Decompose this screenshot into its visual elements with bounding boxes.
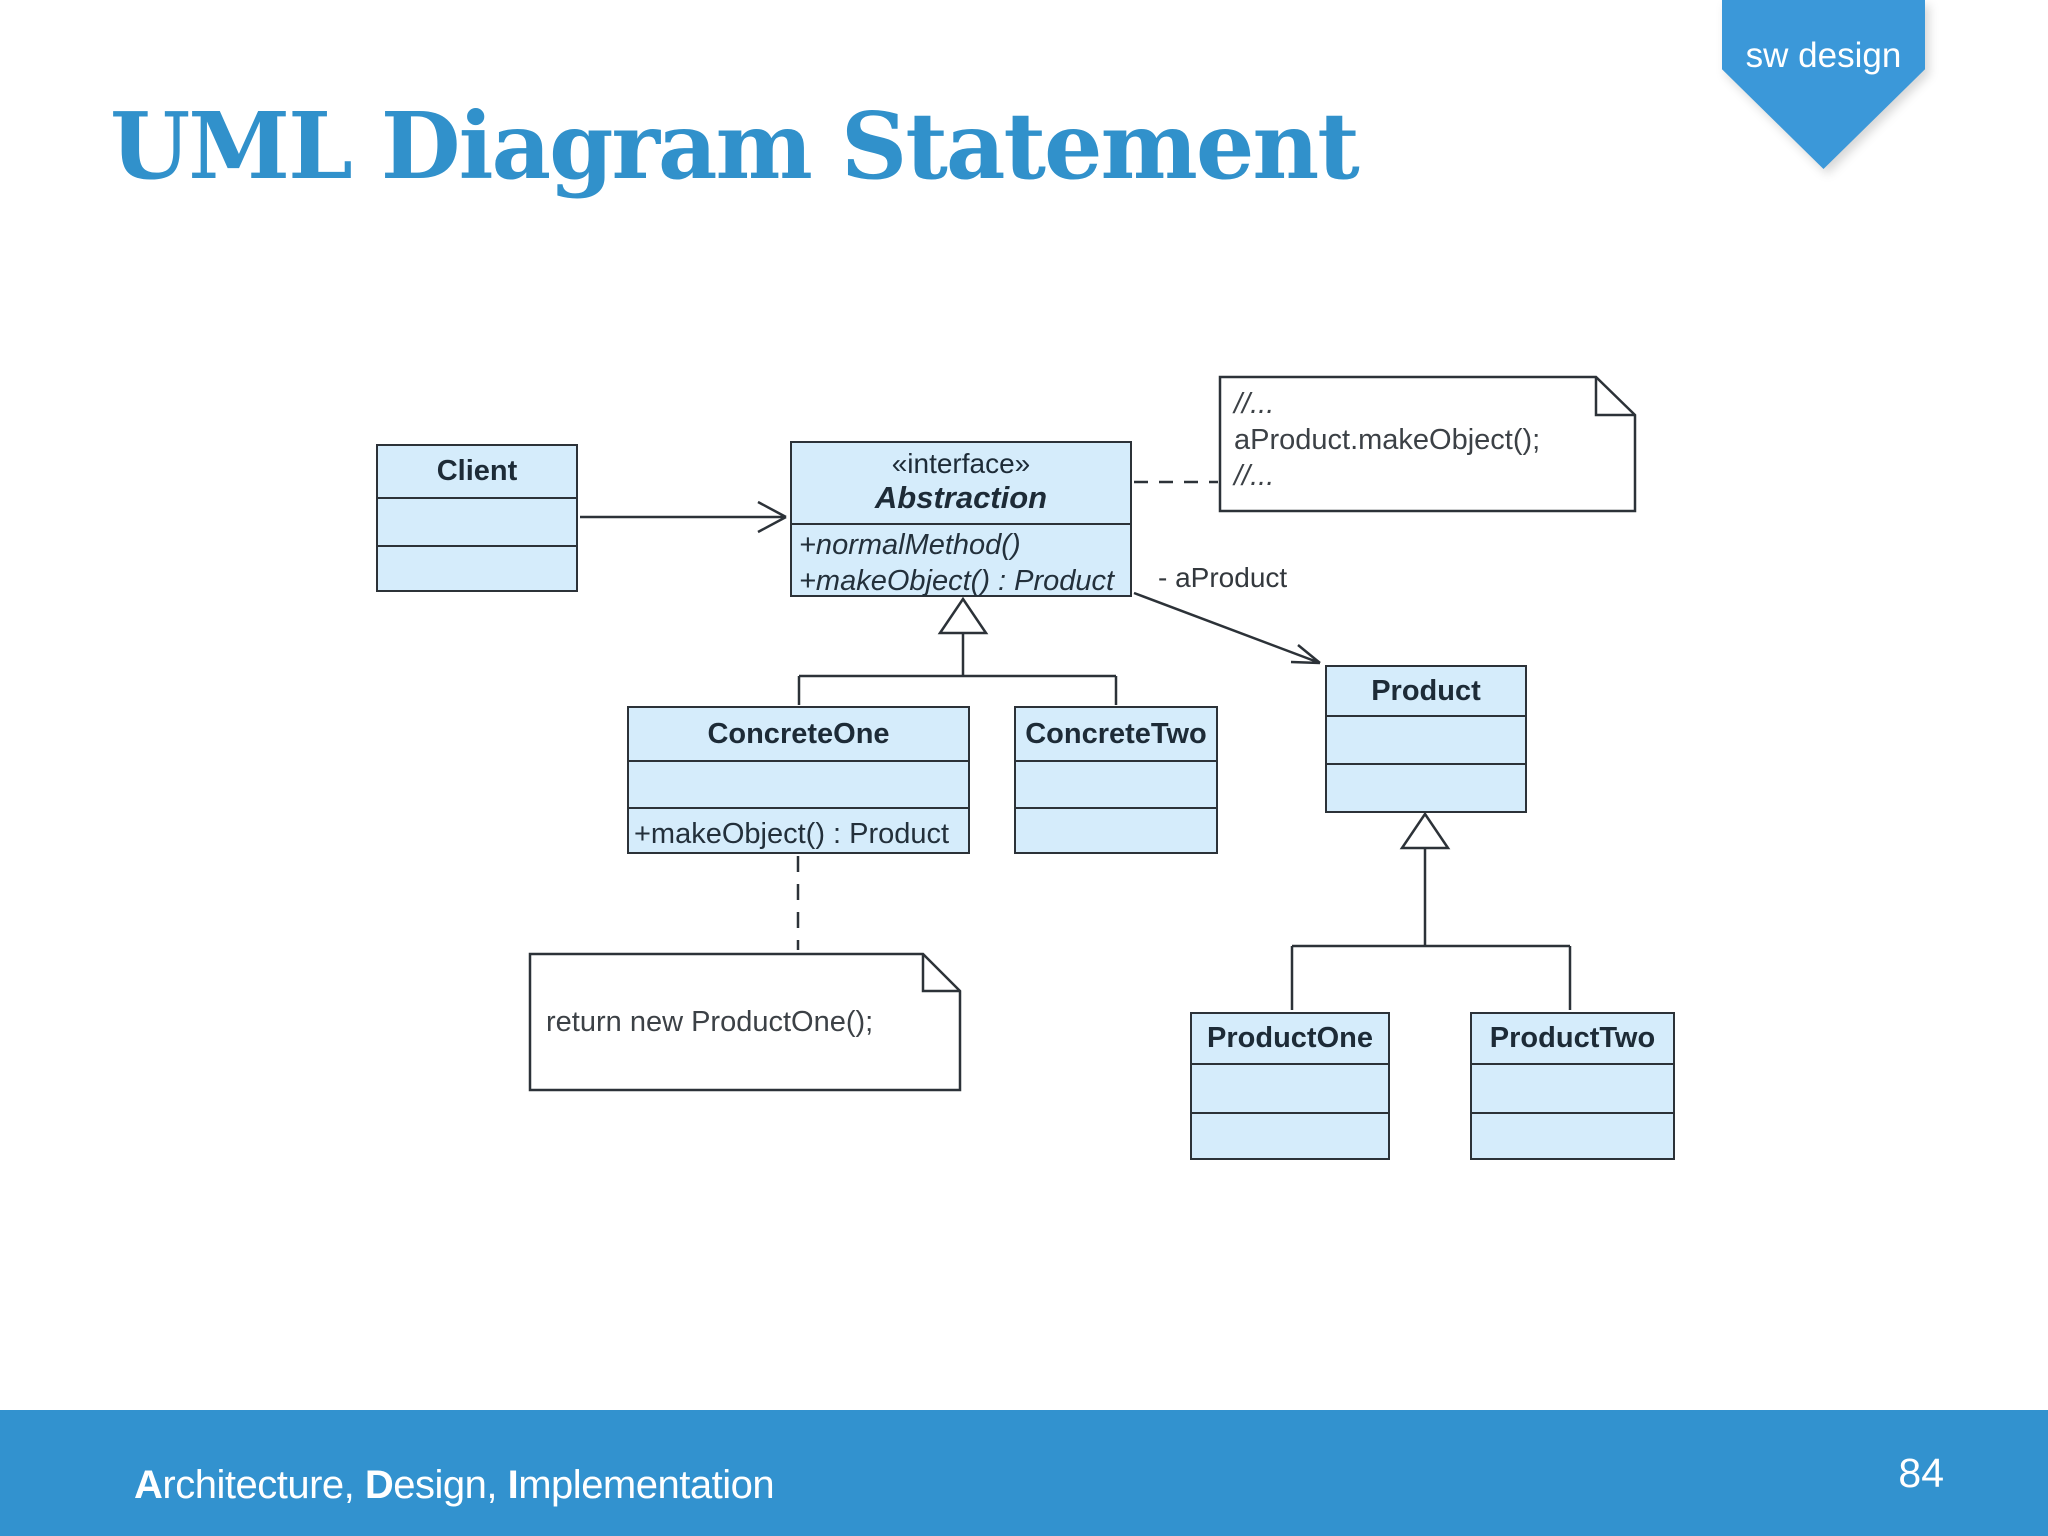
class-box-product: Product [1325, 665, 1527, 813]
attributes-compartment [1327, 715, 1525, 763]
attributes-compartment [629, 760, 968, 807]
call-note-fold-icon [1594, 377, 1635, 417]
page-number: 84 [1898, 1449, 1944, 1496]
call-note-text: //... aProduct.makeObject(); //... [1234, 386, 1540, 494]
class-box-productone: ProductOne [1190, 1012, 1390, 1160]
return-note-text: return new ProductOne(); [546, 1004, 873, 1040]
class-box-client: Client [376, 444, 578, 592]
class-name: Client [436, 455, 518, 487]
footer-bar: Architecture, Design, Implementation 84 [0, 1410, 2048, 1536]
class-name: ConcreteTwo [1025, 717, 1207, 750]
class-box-concreteone: ConcreteOne +makeObject() : Product [627, 706, 970, 854]
note-line: //... [1234, 388, 1275, 420]
operations-compartment: +makeObject() : Product [629, 807, 968, 852]
attributes-compartment [1472, 1063, 1673, 1112]
class-box-producttwo: ProductTwo [1470, 1012, 1675, 1160]
class-name: ProductOne [1207, 1022, 1373, 1054]
footer-motto-text: esign, [393, 1462, 508, 1507]
abstraction-product-association [1133, 591, 1321, 665]
sw-design-badge: sw design [1722, 0, 1925, 169]
return-note-shape [528, 952, 962, 1092]
stereotype-label: «interface» [891, 448, 1031, 479]
operations-compartment [378, 545, 576, 590]
class-name: Product [1371, 674, 1481, 707]
abstraction-generalization-triangle-icon [937, 596, 989, 635]
class-header: «interface» Abstraction [792, 443, 1130, 523]
method-label: +makeObject() : Product [634, 818, 950, 850]
page-title: UML Diagram Statement [110, 92, 1360, 200]
footer-motto-text: rchitecture, [162, 1462, 365, 1507]
badge-label: sw design [1745, 36, 1902, 75]
product-generalization-tree [1290, 848, 1572, 1010]
footer-motto-bold-d: D [364, 1462, 394, 1507]
attributes-compartment [378, 497, 576, 545]
return-note-fold-icon [921, 954, 960, 993]
attributes-compartment [1192, 1063, 1388, 1112]
client-abstraction-association [580, 500, 787, 534]
method-label: +makeObject() : Product [799, 565, 1115, 597]
product-generalization-triangle-icon [1399, 811, 1451, 850]
operations-compartment: +normalMethod() +makeObject() : Product [792, 523, 1130, 599]
operations-compartment [1472, 1112, 1673, 1158]
operations-compartment [1327, 763, 1525, 811]
method-label: +normalMethod() [799, 529, 1021, 561]
class-name: ConcreteOne [707, 717, 890, 750]
footer-motto-text: mplementation [518, 1462, 775, 1507]
note-line: aProduct.makeObject(); [1234, 424, 1541, 456]
association-role-label: - aProduct [1158, 562, 1288, 593]
class-name: ProductTwo [1489, 1022, 1656, 1054]
attributes-compartment [1016, 760, 1216, 807]
operations-compartment [1192, 1112, 1388, 1158]
class-box-abstraction: «interface» Abstraction +normalMethod() … [790, 441, 1132, 597]
call-note-shape [1218, 375, 1637, 513]
footer-motto-bold-a: A [134, 1462, 163, 1507]
note-line: //... [1234, 460, 1275, 492]
class-name: Abstraction [874, 480, 1048, 515]
operations-compartment [1016, 807, 1216, 852]
note-line: return new ProductOne(); [546, 1006, 874, 1038]
abstraction-generalization-tree [797, 633, 1118, 705]
class-box-concretetwo: ConcreteTwo [1014, 706, 1218, 854]
footer-motto-bold-i: I [507, 1462, 519, 1507]
footer-motto: Architecture, Design, Implementation [134, 1462, 775, 1508]
